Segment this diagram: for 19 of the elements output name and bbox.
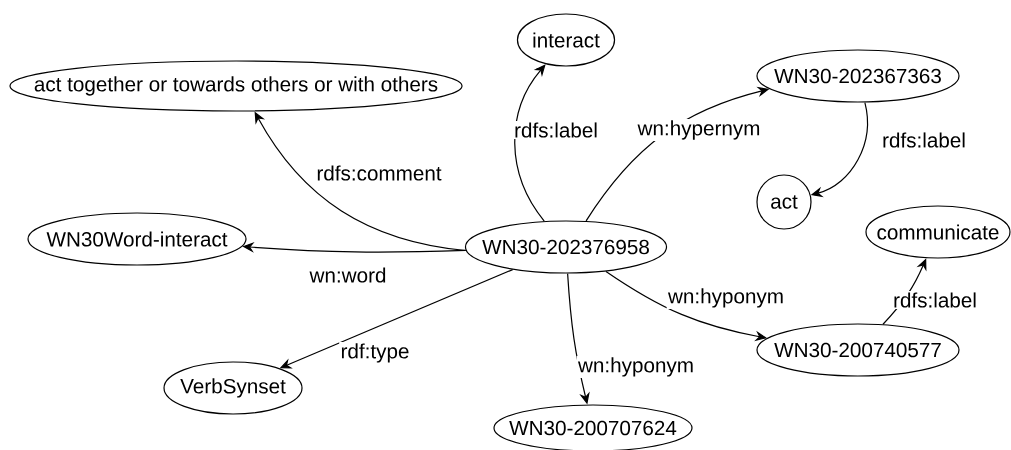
edge-label: rdfs:label xyxy=(512,121,600,139)
circle-node: act xyxy=(756,174,812,230)
ellipse-node: WN30Word-interact xyxy=(27,212,247,266)
ellipse-node: WN30-200740577 xyxy=(756,323,960,377)
edge-label: rdfs:comment xyxy=(315,164,443,182)
edge-label: wn:word xyxy=(308,266,388,284)
edge-label: wn:hyponym xyxy=(666,287,786,309)
edge-label: wn:hypernym xyxy=(636,119,762,141)
ellipse-node: communicate xyxy=(865,205,1011,259)
ellipse-node: interact xyxy=(516,13,616,67)
edge-label: rdf:type xyxy=(339,342,411,364)
ellipse-node: WN30-202367363 xyxy=(756,49,960,103)
edge-label: rdfs:label xyxy=(880,131,968,149)
edge-label: wn:hyponym xyxy=(576,356,696,378)
ellipse-node: VerbSynset xyxy=(163,361,303,415)
arrow xyxy=(514,64,546,222)
ellipse-node: WN30-202376958 xyxy=(464,220,668,274)
ellipse-node: act together or towards others or with others xyxy=(9,60,463,112)
edge-label: rdfs:label xyxy=(891,291,979,309)
